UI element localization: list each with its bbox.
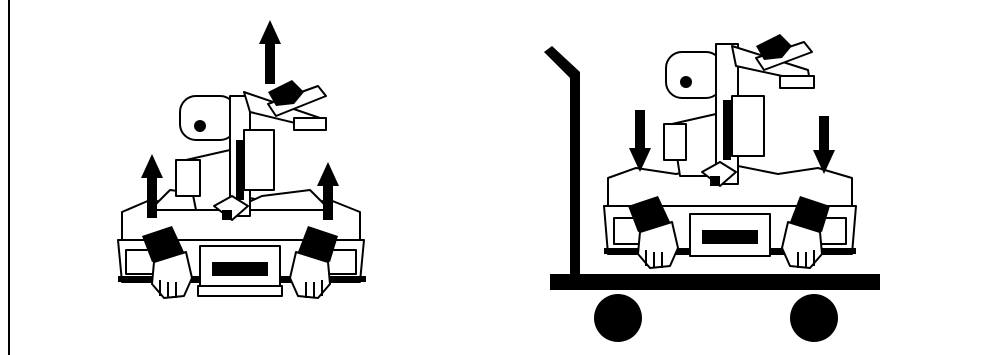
down-arrow-icon xyxy=(813,116,835,174)
cart-placement-illustration xyxy=(480,0,997,355)
lift-saw-illustration xyxy=(0,0,480,355)
wheel-icon xyxy=(594,294,642,342)
down-arrow-icon xyxy=(629,110,651,172)
up-arrow-icon xyxy=(259,20,281,84)
wheel-icon xyxy=(790,294,838,342)
